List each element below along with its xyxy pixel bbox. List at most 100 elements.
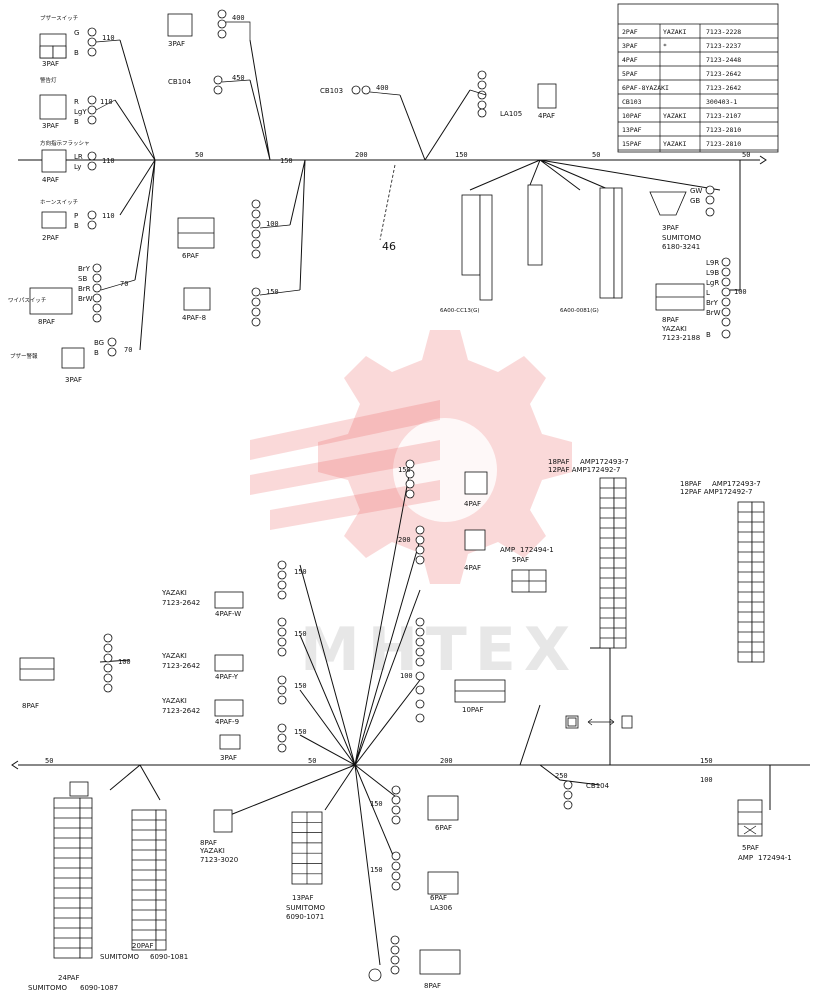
svg-text:10PAF: 10PAF — [462, 706, 484, 714]
svg-text:Ly: Ly — [74, 163, 81, 171]
svg-text:B: B — [74, 118, 79, 126]
top-trunk — [18, 39, 767, 351]
svg-text:150: 150 — [294, 728, 307, 736]
svg-text:CB103: CB103 — [320, 87, 343, 95]
svg-text:18PAF: 18PAF — [548, 458, 570, 466]
table-cell: 7123-2228 — [706, 28, 741, 36]
svg-text:13PAF: 13PAF — [292, 894, 314, 902]
svg-text:AMP172493-7: AMP172493-7 — [712, 480, 761, 488]
connector-13PAF: 13PAF SUMITOMO 6090-1071 — [286, 811, 325, 921]
svg-text:7123-2188: 7123-2188 — [662, 334, 700, 342]
svg-text:ブザースイッチ: ブザースイッチ — [40, 14, 78, 22]
svg-text:6090-1071: 6090-1071 — [286, 913, 324, 921]
connector-CB103: CB103 400 — [320, 84, 401, 96]
connector-8PAF-b: 8PAF — [368, 935, 461, 990]
svg-text:6090-1081: 6090-1081 — [150, 953, 188, 961]
svg-text:100: 100 — [118, 658, 131, 666]
svg-text:YAZAKI: YAZAKI — [161, 697, 187, 705]
svg-text:ワイパスイッチ: ワイパスイッチ — [8, 297, 46, 304]
svg-text:4PAF: 4PAF — [464, 500, 481, 508]
table-cell: * — [663, 42, 667, 50]
connector-2PAF: ホーンスイッチ 2PAF P B 110 — [40, 199, 115, 242]
svg-text:G: G — [74, 29, 79, 37]
svg-text:172494-1: 172494-1 — [758, 854, 792, 862]
svg-text:70: 70 — [124, 346, 132, 354]
svg-text:B: B — [94, 349, 99, 357]
svg-text:4PAF: 4PAF — [42, 176, 59, 184]
connector-4PAF-8: 4PAF-8 150 — [182, 287, 301, 327]
svg-text:110: 110 — [102, 34, 115, 42]
connector-4PAF: 方向指示フラッシャ 4PAF LR Ly 110 — [40, 139, 115, 184]
svg-text:SUMITOMO: SUMITOMO — [286, 904, 325, 912]
svg-text:GW: GW — [690, 187, 702, 195]
svg-text:B: B — [74, 222, 79, 230]
svg-text:AMP: AMP — [500, 546, 515, 554]
table-cell: 15PAF — [622, 140, 642, 148]
svg-text:AMP172493-7: AMP172493-7 — [580, 458, 629, 466]
svg-text:LR: LR — [74, 153, 83, 161]
svg-text:6090-1087: 6090-1087 — [80, 984, 118, 992]
connector-5PAF-amp: 5PAF AMP 172494-1 — [737, 799, 792, 862]
svg-text:LA306: LA306 — [430, 904, 453, 912]
svg-text:4PAF: 4PAF — [538, 112, 555, 120]
watermark-text: MHTEX — [300, 615, 578, 685]
connector-8PAF-yazaki: L9R L9B LgR L BrY BrW B 100 8PAF YAZAKI … — [655, 257, 747, 342]
connector-3PAF-bl: 3PAF 150 — [219, 723, 307, 762]
svg-text:YAZAKI: YAZAKI — [161, 652, 187, 660]
svg-text:100: 100 — [266, 220, 279, 228]
svg-text:7123-2642: 7123-2642 — [162, 662, 200, 670]
svg-text:100: 100 — [734, 288, 747, 296]
table-cell: 13PAF — [622, 126, 642, 134]
svg-text:4PAF-W: 4PAF-W — [215, 610, 241, 618]
svg-text:5PAF: 5PAF — [512, 556, 529, 564]
svg-text:3PAF: 3PAF — [220, 754, 237, 762]
seg-bot-6: 100 — [700, 776, 713, 784]
svg-text:20PAF: 20PAF — [132, 942, 154, 950]
svg-text:GB: GB — [690, 197, 700, 205]
svg-text:24PAF: 24PAF — [58, 974, 80, 982]
svg-text:YAZAKI: YAZAKI — [161, 589, 187, 597]
svg-text:150: 150 — [294, 682, 307, 690]
table-cell: 6PAF-8YAZAKI — [622, 84, 669, 92]
connector-6PAF-b: 6PAF 150 — [370, 785, 459, 832]
table-cell: 7123-2810 — [706, 126, 741, 134]
connector-20PAF: 20PAF SUMITOMO 6090-1081 — [100, 809, 188, 961]
table-cell: 4PAF — [622, 56, 638, 64]
svg-text:BrR: BrR — [78, 285, 91, 293]
table-cell: 7123-2107 — [706, 112, 741, 120]
connector-18PAF: 18PAF AMP172493-7 12PAF AMP172492-7 — [548, 458, 629, 649]
svg-text:4PAF-9: 4PAF-9 — [215, 718, 239, 726]
svg-text:B: B — [706, 331, 711, 339]
svg-text:3PAF: 3PAF — [65, 376, 82, 384]
connector-6A00-b: 6A00-0081(G) — [527, 184, 623, 314]
svg-text:4PAF: 4PAF — [464, 564, 481, 572]
svg-text:6PAF: 6PAF — [430, 894, 447, 902]
svg-text:150: 150 — [370, 800, 383, 808]
svg-text:CB104: CB104 — [168, 78, 192, 86]
svg-text:8PAF: 8PAF — [22, 702, 39, 710]
table-cell: 7123-2237 — [706, 42, 741, 50]
svg-text:L: L — [706, 289, 710, 297]
svg-text:AMP: AMP — [738, 854, 753, 862]
svg-text:YAZAKI: YAZAKI — [199, 847, 225, 855]
svg-text:LA105: LA105 — [500, 110, 522, 118]
seg-top-3: 200 — [355, 151, 368, 159]
connector-3PAF-b: 警告灯 3PAF R LgY B 110 — [39, 76, 116, 130]
seg-bot-5: 250 — [555, 772, 568, 780]
mating-indicator — [565, 715, 633, 729]
connector-8PAF: ワイパスイッチ 8PAF BrY SB BrR BrW 70 — [8, 263, 136, 326]
svg-text:6A00-0081(G): 6A00-0081(G) — [560, 308, 599, 314]
seg-bot-1: 50 — [45, 757, 53, 765]
svg-text:3PAF: 3PAF — [662, 224, 679, 232]
svg-text:ホーンスイッチ: ホーンスイッチ — [40, 199, 78, 206]
svg-text:警告灯: 警告灯 — [40, 76, 57, 84]
watermark-gear-logo — [250, 330, 572, 584]
svg-text:3PAF: 3PAF — [42, 122, 59, 130]
svg-text:4PAF-8: 4PAF-8 — [182, 314, 206, 322]
svg-text:BrW: BrW — [78, 295, 93, 303]
svg-text:LgR: LgR — [706, 279, 719, 287]
svg-text:SUMITOMO: SUMITOMO — [662, 234, 701, 242]
seg-bot-4: 150 — [700, 757, 713, 765]
svg-text:R: R — [74, 98, 79, 106]
